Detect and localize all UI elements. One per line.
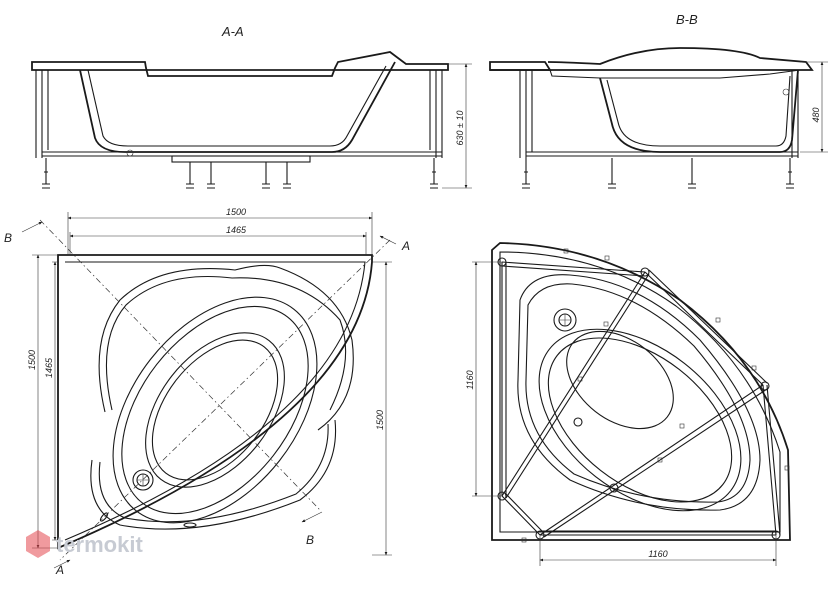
bowl-depth-dimension: 480 xyxy=(811,107,821,122)
section-b-b-label: B-B xyxy=(676,12,698,27)
depth-inner-dimension: 1465 xyxy=(44,357,54,378)
section-a-a-view: A-A 630 ± 10 xyxy=(31,24,472,189)
frame-width-dimension: 1160 xyxy=(648,549,667,559)
frame-height-dimension: 1160 xyxy=(465,370,475,389)
cut-marker-a-bottom: A xyxy=(55,563,64,577)
watermark-text: termokit xyxy=(56,532,143,557)
cut-marker-b-bottom: B xyxy=(306,533,314,547)
watermark: termokit xyxy=(26,530,143,558)
section-a-a-label: A-A xyxy=(221,24,244,39)
watermark-logo-icon xyxy=(26,530,50,558)
section-b-b-view: B-B 480 xyxy=(489,12,828,189)
side-length-dimension: 1500 xyxy=(375,410,385,430)
plan-view: 1500 1465 1500 1465 1500 B xyxy=(4,207,410,577)
depth-outer-dimension: 1500 xyxy=(27,350,37,370)
width-inner-dimension: 1465 xyxy=(226,225,247,235)
height-total-dimension: 630 ± 10 xyxy=(455,111,465,146)
width-outer-dimension: 1500 xyxy=(226,207,246,217)
frame-view: 1160 1160 xyxy=(465,242,791,566)
cut-marker-a-top: A xyxy=(401,239,410,253)
cut-marker-b-top: B xyxy=(4,231,12,245)
